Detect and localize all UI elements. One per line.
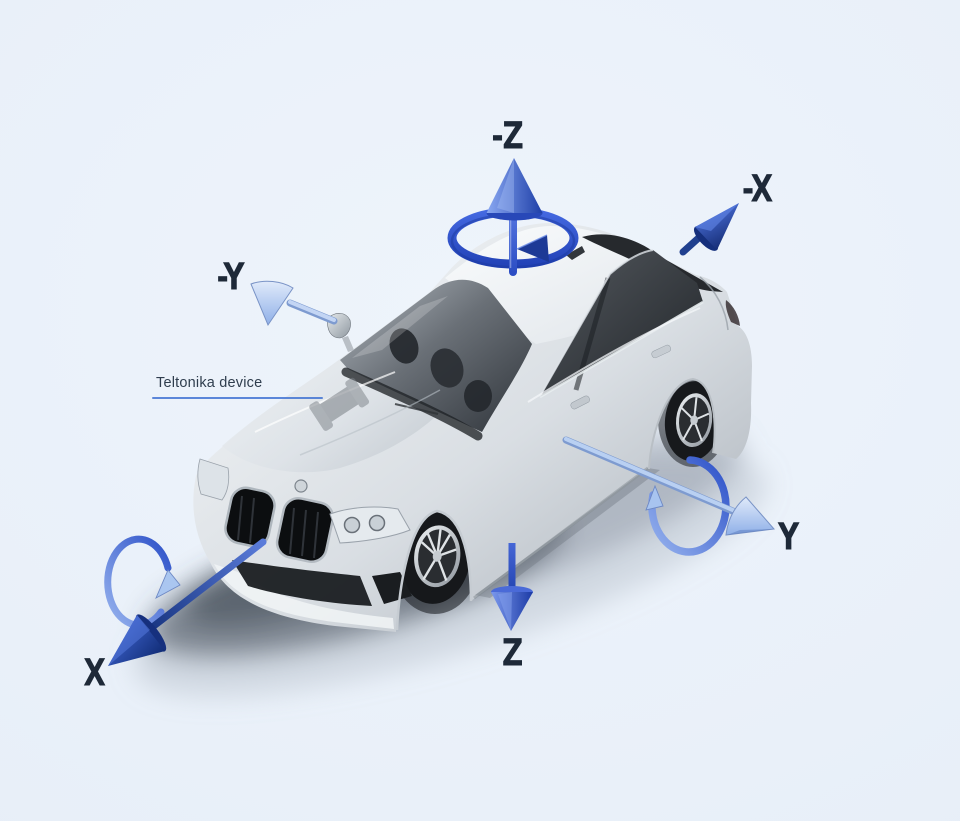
antenna-fin [566,246,585,260]
axis-arrow-x [108,538,267,666]
hood-roundel-badge [294,479,308,493]
side-windows-glass [540,250,703,397]
axis-arrow-y [562,436,775,536]
headlight-led-ring [343,516,361,534]
pitch-rotation-loop [648,456,730,556]
axis-arrow-neg-y [250,280,338,327]
window-sill-trim [539,300,704,399]
axis-arrow-z [491,543,533,631]
axis-arrow-neg-x [679,203,739,256]
body-creases [254,276,729,631]
rocker-shade [475,468,660,598]
roll-loop-arrowhead [155,569,181,600]
axis-label-neg-y: -Y [216,255,245,299]
headlight-led-ring [368,514,386,532]
lower-intake [232,560,372,606]
device-annotation-line [152,397,323,399]
b-pillar [573,277,611,391]
windshield-interior [341,296,492,441]
axis-label-neg-z: -Z [491,114,524,158]
taillight [725,300,740,326]
axis-arrow-neg-z [486,158,543,276]
mirror-stalk [342,336,354,352]
pitch-loop-arrowhead [645,484,664,511]
yaw-ring-arrowhead [516,234,549,262]
door-handle-rear [651,344,672,359]
car-illustration [193,222,753,632]
headlight-left [197,458,230,501]
kidney-grille [224,486,335,564]
door-handle-front [570,395,590,410]
axis-label-z: Z [501,631,523,675]
window-top-trim [539,249,654,397]
axis-label-neg-x: -X [741,167,773,211]
teltonika-device-shape [309,377,370,431]
device-annotation-label: Teltonika device [156,375,263,391]
front-chin-highlight [214,564,394,629]
roll-rotation-loop [104,535,172,629]
axis-label-x: X [83,651,106,695]
axis-label-y: Y [777,515,799,559]
